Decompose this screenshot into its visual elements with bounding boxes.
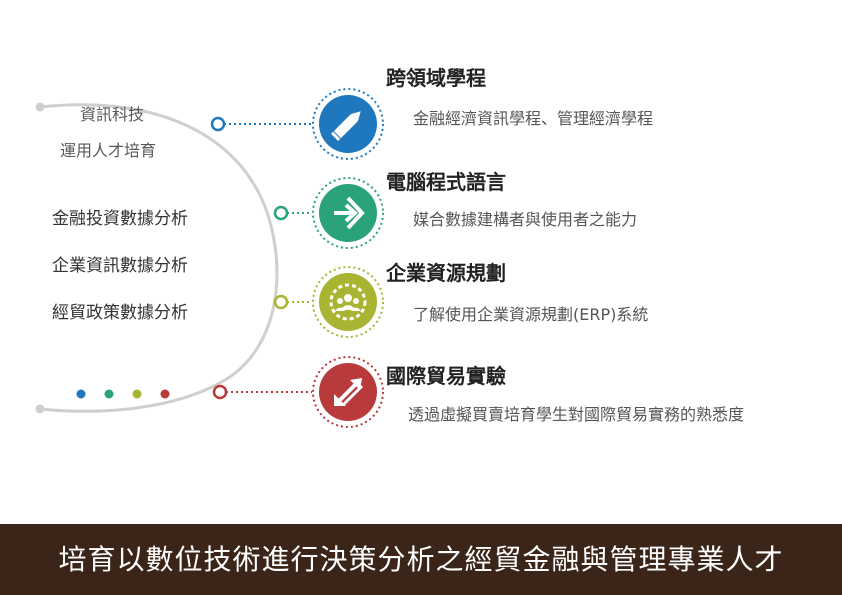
intro-line-2: 運用人才培育 xyxy=(60,141,157,160)
node-ring-3 xyxy=(312,266,384,338)
bottom-banner: 培育以數位技術進行決策分析之經貿金融與管理專業人才 xyxy=(0,524,842,595)
enter-arrow-icon xyxy=(334,196,365,230)
node-ring-4 xyxy=(312,356,384,428)
node-title-4: 國際貿易實驗 xyxy=(386,364,506,388)
node-title-2: 電腦程式語言 xyxy=(386,170,506,194)
trade-arrows-icon xyxy=(334,378,364,406)
dot-blue xyxy=(76,389,86,399)
arc-end-dot-bottom xyxy=(35,404,45,414)
arc-end-dot-top xyxy=(35,102,45,112)
node-desc-4: 透過虛擬買賣培育學生對國際貿易實務的熟悉度 xyxy=(408,405,745,424)
dot-red xyxy=(160,389,170,399)
connector-ring-2 xyxy=(273,205,289,221)
intro-line-1: 資訊科技 xyxy=(80,105,145,124)
node-ring-2 xyxy=(312,177,384,249)
left-item-2: 企業資訊數據分析 xyxy=(52,256,188,276)
node-title-3: 企業資源規劃 xyxy=(386,261,506,285)
main-arc xyxy=(39,103,279,413)
node-desc-1: 金融經濟資訊學程、管理經濟學程 xyxy=(413,109,654,128)
connector-ring-4 xyxy=(212,384,228,400)
connector-ring-3 xyxy=(273,294,289,310)
connector-ring-1 xyxy=(210,116,226,132)
team-gear-icon xyxy=(329,283,367,321)
node-title-1: 跨領域學程 xyxy=(386,66,486,90)
banner-text: 培育以數位技術進行決策分析之經貿金融與管理專業人才 xyxy=(58,543,784,576)
dot-green xyxy=(104,389,114,399)
left-item-3: 經貿政策數據分析 xyxy=(52,303,188,323)
pencil-icon xyxy=(331,111,361,141)
node-desc-3: 了解使用企業資源規劃(ERP)系統 xyxy=(413,305,649,324)
node-ring-1 xyxy=(312,88,384,160)
left-item-1: 金融投資數據分析 xyxy=(52,209,188,229)
node-desc-2: 媒合數據建構者與使用者之能力 xyxy=(413,210,638,229)
dot-olive xyxy=(132,389,142,399)
